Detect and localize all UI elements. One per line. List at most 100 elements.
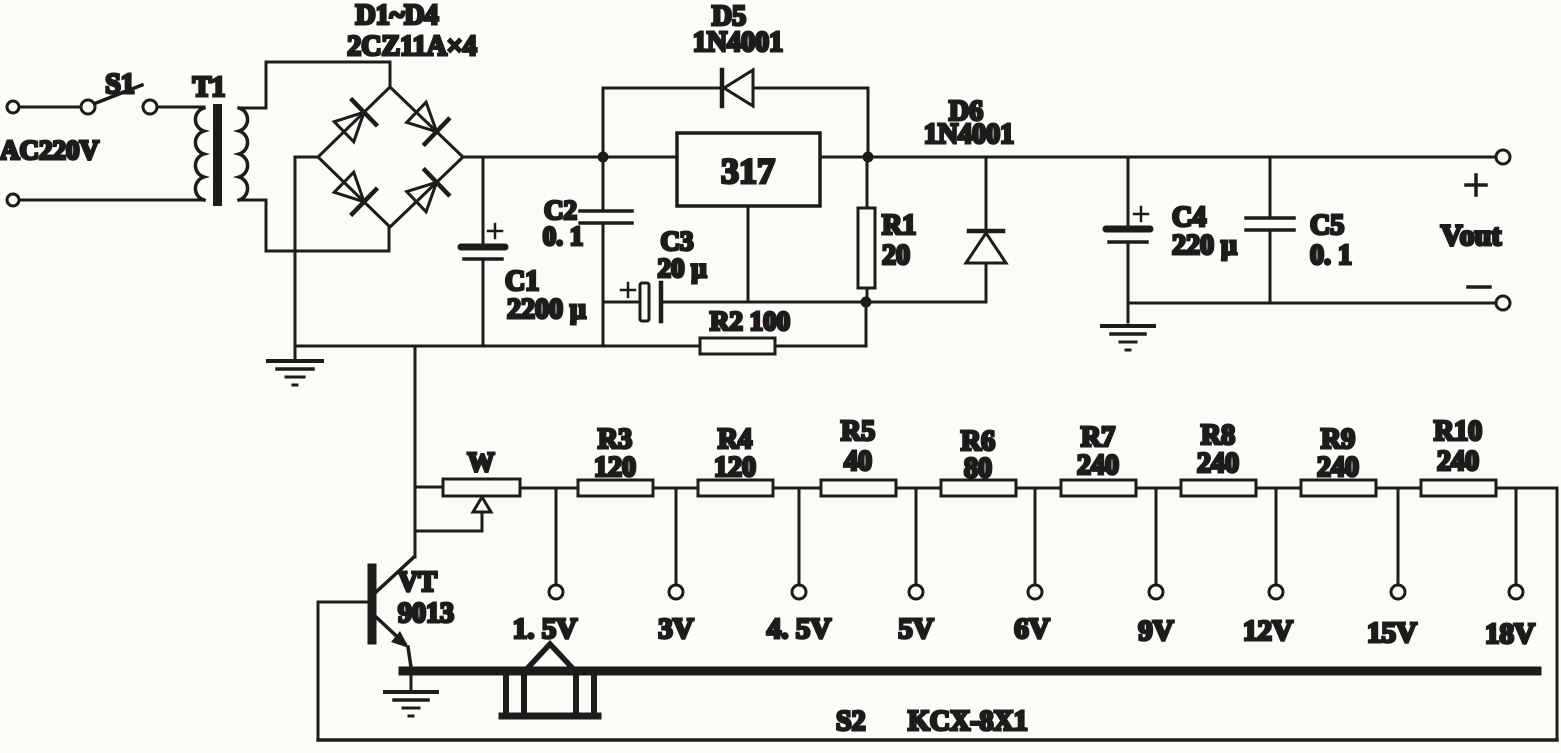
resistor-name-label: R8 bbox=[1201, 420, 1235, 451]
c2-name-label: C2 bbox=[544, 195, 577, 225]
resistor-body bbox=[1059, 478, 1138, 498]
diode-triangle bbox=[331, 169, 367, 205]
resistor-name-label: R9 bbox=[1321, 424, 1355, 455]
resistor-name-label: R7 bbox=[1081, 422, 1115, 453]
primary-winding bbox=[193, 105, 211, 203]
resistor-body bbox=[698, 336, 777, 356]
switch-label: S1 bbox=[105, 69, 135, 100]
d6-name-label: D6 bbox=[949, 96, 983, 127]
tap-terminal bbox=[790, 583, 808, 601]
resistor-value-label: 240 bbox=[1077, 450, 1119, 481]
bridge-name-label: D1~D4 bbox=[355, 0, 438, 31]
resistor-body bbox=[939, 478, 1018, 498]
diode-bar bbox=[421, 116, 452, 148]
tap-terminal bbox=[667, 583, 685, 601]
diode-triangle bbox=[403, 99, 440, 135]
bridge-diode-icon bbox=[331, 169, 380, 218]
transformer-core bbox=[213, 104, 222, 206]
resistor-r1: R1 20 bbox=[856, 155, 918, 304]
regulator-label: 317 bbox=[721, 151, 775, 191]
diode-triangle bbox=[403, 179, 440, 215]
tap-voltage-label: 3V bbox=[658, 613, 694, 645]
resistor-body bbox=[856, 206, 877, 290]
tap-voltage-label: 15V bbox=[1367, 617, 1417, 649]
switch-contact bbox=[79, 98, 97, 116]
resistor-name-label: R5 bbox=[841, 416, 875, 447]
c1-name-label: C1 bbox=[505, 266, 539, 297]
c3-value-label: 20 μ bbox=[657, 253, 706, 283]
s2-type-label: KCX-8X1 bbox=[908, 706, 1028, 737]
cap-plate-positive bbox=[638, 281, 651, 323]
potentiometer-w: W bbox=[413, 344, 1559, 559]
tap-voltage-label: 5V bbox=[898, 613, 934, 645]
resistor-body bbox=[1179, 478, 1258, 498]
tap-terminal bbox=[1267, 583, 1285, 601]
secondary-winding bbox=[232, 105, 250, 203]
bridge-diode-icon bbox=[403, 99, 452, 148]
pot-body bbox=[441, 477, 522, 498]
output-section: Vout bbox=[1126, 148, 1512, 312]
vout-positive-terminal bbox=[1494, 148, 1512, 166]
capacitor-c4: C4 220 μ bbox=[1100, 155, 1239, 352]
capacitor-c2: C2 0. 1 bbox=[541, 155, 634, 348]
d5-name-label: D5 bbox=[712, 1, 746, 32]
c1-value-label: 2200 μ bbox=[507, 294, 586, 325]
resistor-r2: R2 100 bbox=[698, 305, 792, 356]
s2-name-label: S2 bbox=[836, 706, 866, 737]
diode-triangle bbox=[331, 109, 367, 145]
bridge-type-label: 2CZ11A×4 bbox=[347, 31, 477, 62]
emitter-lead bbox=[406, 645, 413, 669]
switch-contact bbox=[141, 98, 159, 116]
bridge-rectifier: D1~D4 2CZ11A×4 bbox=[315, 0, 478, 230]
pot-wiper-arrow bbox=[470, 494, 494, 514]
ground-icon bbox=[1100, 324, 1156, 352]
selector-s2: S2 KCX-8X1 bbox=[316, 486, 1559, 742]
c4-name-label: C4 bbox=[1172, 202, 1206, 233]
ac-voltage-label: AC220V bbox=[0, 135, 99, 165]
diode-d5: D5 1N4001 bbox=[601, 0, 870, 159]
c5-name-label: C5 bbox=[1310, 210, 1344, 241]
resistor-value-label: 120 bbox=[714, 452, 756, 483]
resistor-body bbox=[1419, 478, 1498, 498]
diode-d6: D6 1N4001 bbox=[864, 95, 1016, 304]
emitter-arrow-icon bbox=[391, 631, 409, 648]
vt-type-label: 9013 bbox=[398, 598, 454, 629]
resistor-value-label: 240 bbox=[1317, 452, 1359, 483]
vout-label: Vout bbox=[1441, 219, 1502, 252]
tap-voltage-label: 12V bbox=[1243, 615, 1293, 647]
tap-voltage-label: 6V bbox=[1014, 613, 1050, 645]
tap-terminal bbox=[907, 583, 925, 601]
diode-bar bbox=[421, 166, 452, 198]
ground-rail bbox=[266, 155, 868, 387]
r1-value-label: 20 bbox=[882, 240, 910, 271]
vout-negative-terminal bbox=[1494, 294, 1512, 312]
tap-voltage-label: 9V bbox=[1138, 615, 1174, 647]
pot-label: W bbox=[468, 447, 495, 477]
bridge-diode-icon bbox=[403, 166, 452, 215]
capacitor-c5: C5 0. 1 bbox=[1244, 155, 1354, 305]
regulator-box bbox=[675, 131, 822, 208]
regulator-317: 317 bbox=[675, 131, 822, 304]
resistor-name-label: R10 bbox=[1434, 416, 1482, 447]
d5-type-label: 1N4001 bbox=[693, 27, 783, 58]
resistor-name-label: R6 bbox=[961, 426, 995, 457]
input-terminal-bottom bbox=[5, 192, 21, 208]
resistor-body bbox=[1299, 478, 1378, 498]
r2-label: R2 100 bbox=[710, 306, 790, 336]
polarity-plus-icon bbox=[486, 222, 504, 240]
resistor-ladder: R3 120 R4 120 R5 40 R6 80 R7 240 R8 240 … bbox=[576, 415, 1498, 498]
ground-icon bbox=[266, 344, 324, 387]
resistor-value-label: 40 bbox=[844, 446, 872, 477]
resistor-value-label: 120 bbox=[594, 452, 636, 483]
bridge-outline bbox=[315, 84, 466, 230]
transformer-label: T1 bbox=[193, 72, 226, 103]
resistor-body bbox=[696, 478, 775, 498]
ground-icon bbox=[383, 674, 439, 718]
tap-voltage-label: 4. 5V bbox=[767, 613, 832, 645]
capacitor-c3: C3 20 μ bbox=[601, 225, 868, 324]
selector-wiper-icon bbox=[498, 639, 602, 720]
polarity-plus-icon bbox=[1132, 205, 1150, 223]
resistor-value-label: 240 bbox=[1437, 446, 1479, 477]
capacitor-c1: C1 2200 μ bbox=[457, 155, 588, 348]
